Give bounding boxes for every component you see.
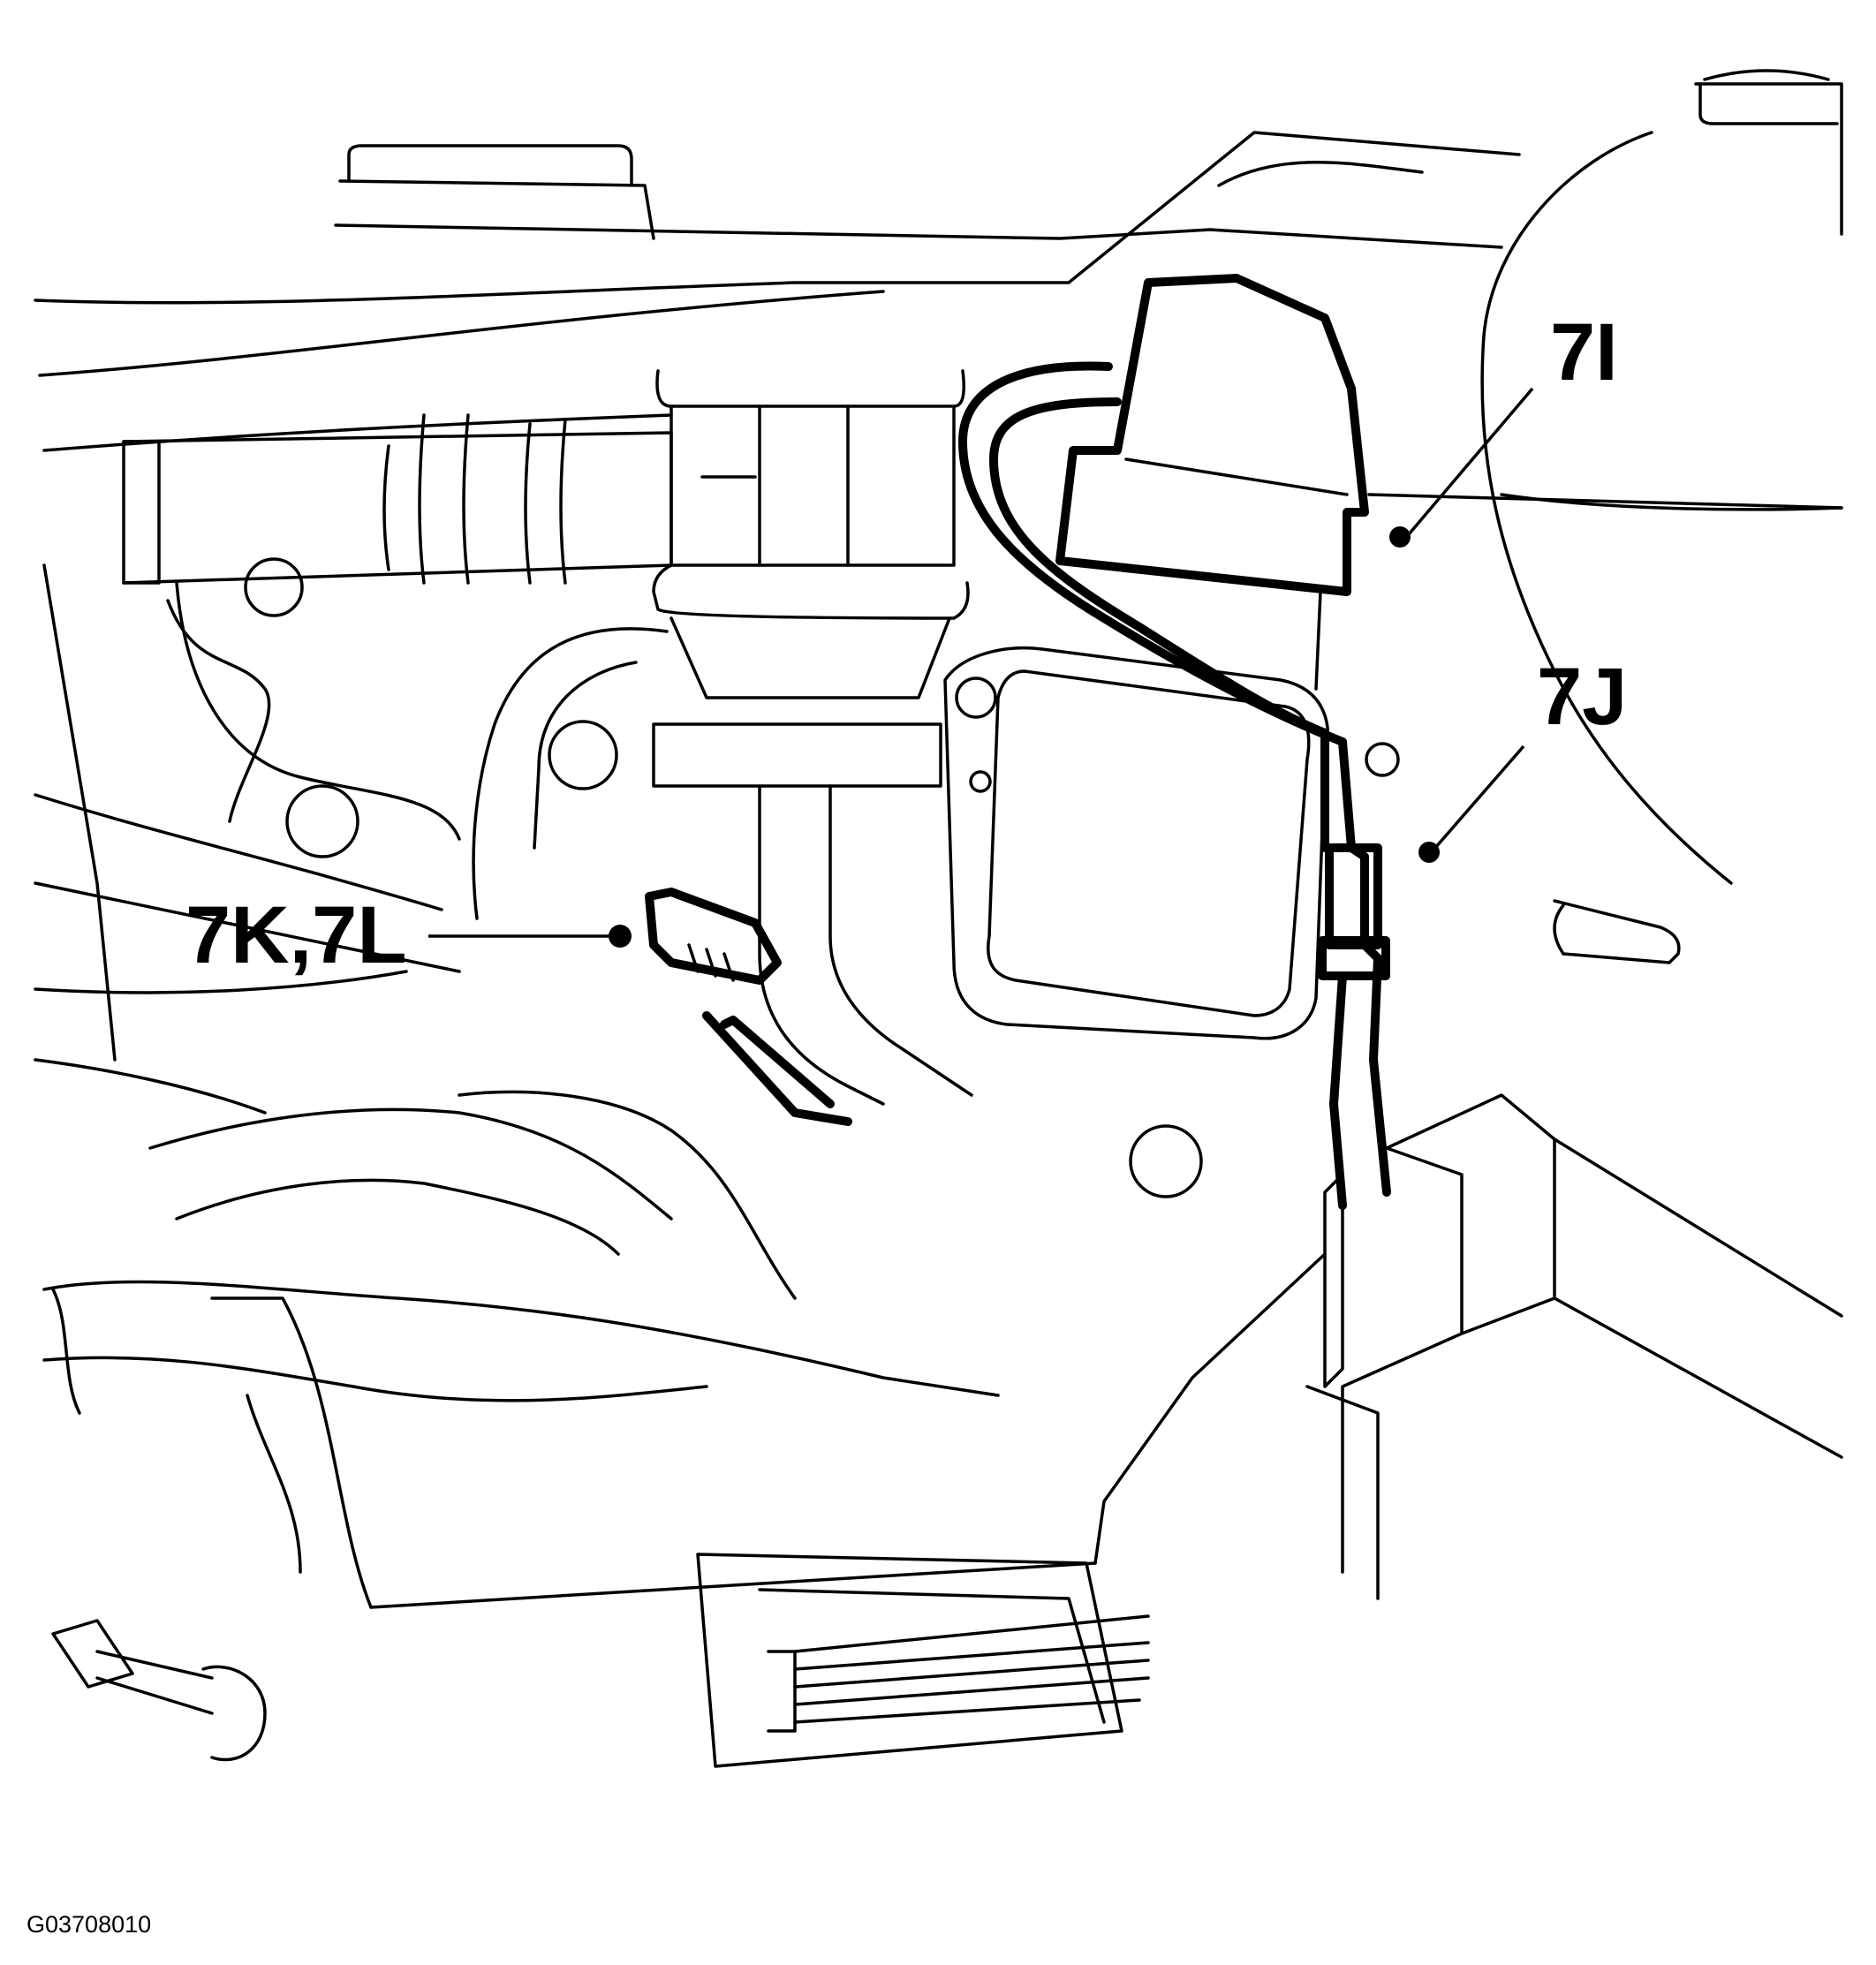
svg-text:7I: 7I [1550,307,1618,397]
mounting-flange [244,557,669,920]
reservoir-tank [1367,69,1843,885]
svg-text:7K,7L: 7K,7L [185,890,407,980]
wiring-harness [34,1058,1097,1609]
coolant-hose [122,413,673,585]
egr-pipe [758,784,973,1106]
side-pin [1553,899,1681,964]
bottom-bolt [51,1619,267,1762]
svg-text:7J: 7J [1537,652,1627,742]
intake-duct [1093,1093,1843,1600]
multi-pin-connector [696,1553,1150,1768]
upper-cover [34,131,1521,452]
egr-vacuum-solenoid [1055,274,1369,691]
callout-7J: 7J [1418,652,1627,863]
callout-7K-7L: 7K,7L [185,890,632,980]
engine-block [34,563,461,1062]
egr-position-sensor [943,646,1400,1198]
sensor-connector [645,888,852,1126]
figure-id: G03708010 [26,1911,151,1938]
callout-7I: 7I [1389,307,1618,548]
egr-valve [652,369,970,788]
